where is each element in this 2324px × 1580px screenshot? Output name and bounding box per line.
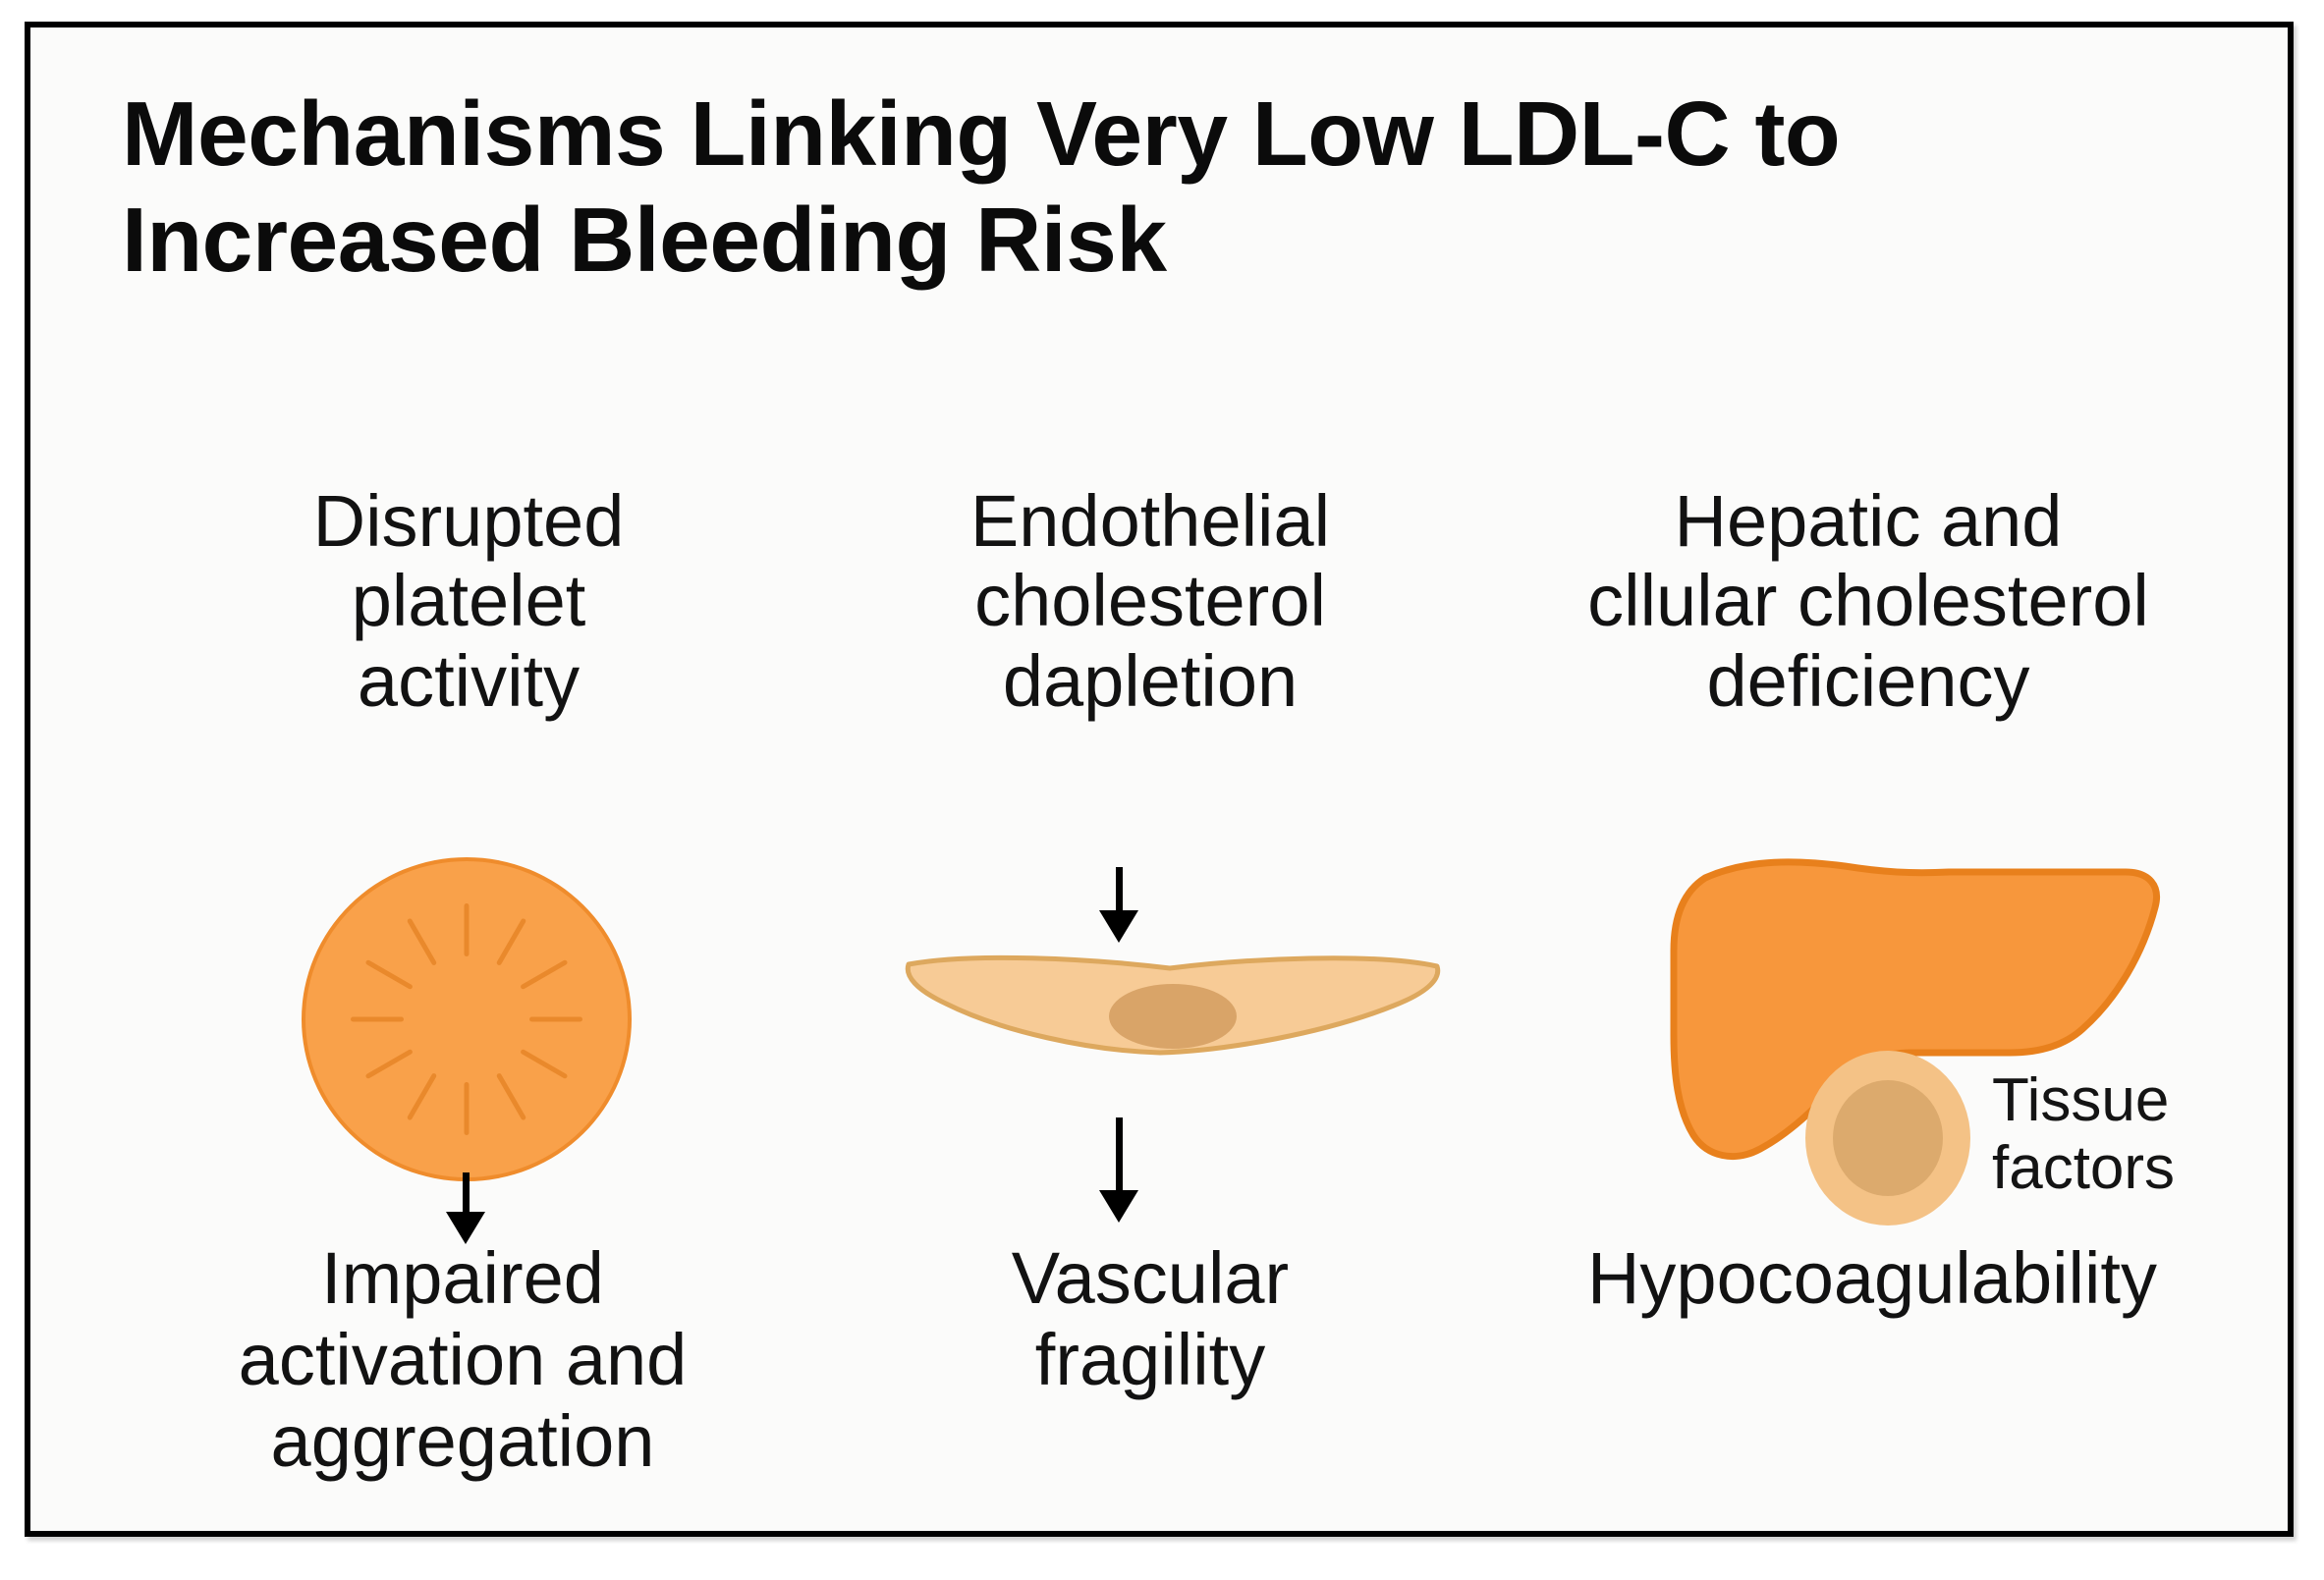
figure-panel: Mechanisms Linking Very Low LDL-C to Inc… [25,22,2294,1537]
liver-icon [1587,843,2177,1167]
column-endothelial: Endothelial cholesterol dapletion [826,481,1474,721]
down-arrow-icon-platelet [443,1172,488,1244]
arrow-head [446,1212,485,1244]
column-platelet: Disrupted platelet activity [125,481,812,721]
column-hepatic-heading: Hepatic and cllular cholesterol deficien… [1587,480,2149,722]
figure-title: Mechanisms Linking Very Low LDL-C to Inc… [122,82,1841,291]
tissue-factor-cell-icon [1805,1051,1970,1226]
down-arrow-icon-endothelial-top [1096,867,1141,946]
arrow-head [1099,910,1138,943]
outcome-hepatic: Hypocoagulability [1586,1237,2157,1319]
arrow-stem [1116,867,1123,914]
platelet-spike [464,903,470,956]
endothelial-cell-icon [903,949,1443,1086]
arrow-stem [1116,1117,1123,1194]
arrow-stem [463,1172,470,1216]
endothelial-cell-nucleus [1109,984,1237,1049]
platelet-icon [302,857,632,1181]
platelet-spike [464,1082,470,1135]
outcome-endothelial: Vascular fragility [1011,1237,1290,1400]
column-hepatic: Hepatic and cllular cholesterol deficien… [1480,481,2256,721]
column-platelet-heading: Disrupted platelet activity [312,480,625,722]
down-arrow-icon-endothelial-bottom [1096,1117,1141,1226]
arrow-head [1099,1190,1138,1223]
platelet-spike [351,1016,404,1022]
liver-shape [1670,858,2160,1160]
tissue-factor-cell-nucleus [1833,1080,1943,1196]
column-endothelial-heading: Endothelial cholesterol dapletion [969,480,1331,722]
platelet-spike [529,1016,582,1022]
tissue-factors-label: Tissue factors [1992,1066,2176,1203]
outcome-platelet: Impaired activation and aggregation [238,1237,688,1482]
